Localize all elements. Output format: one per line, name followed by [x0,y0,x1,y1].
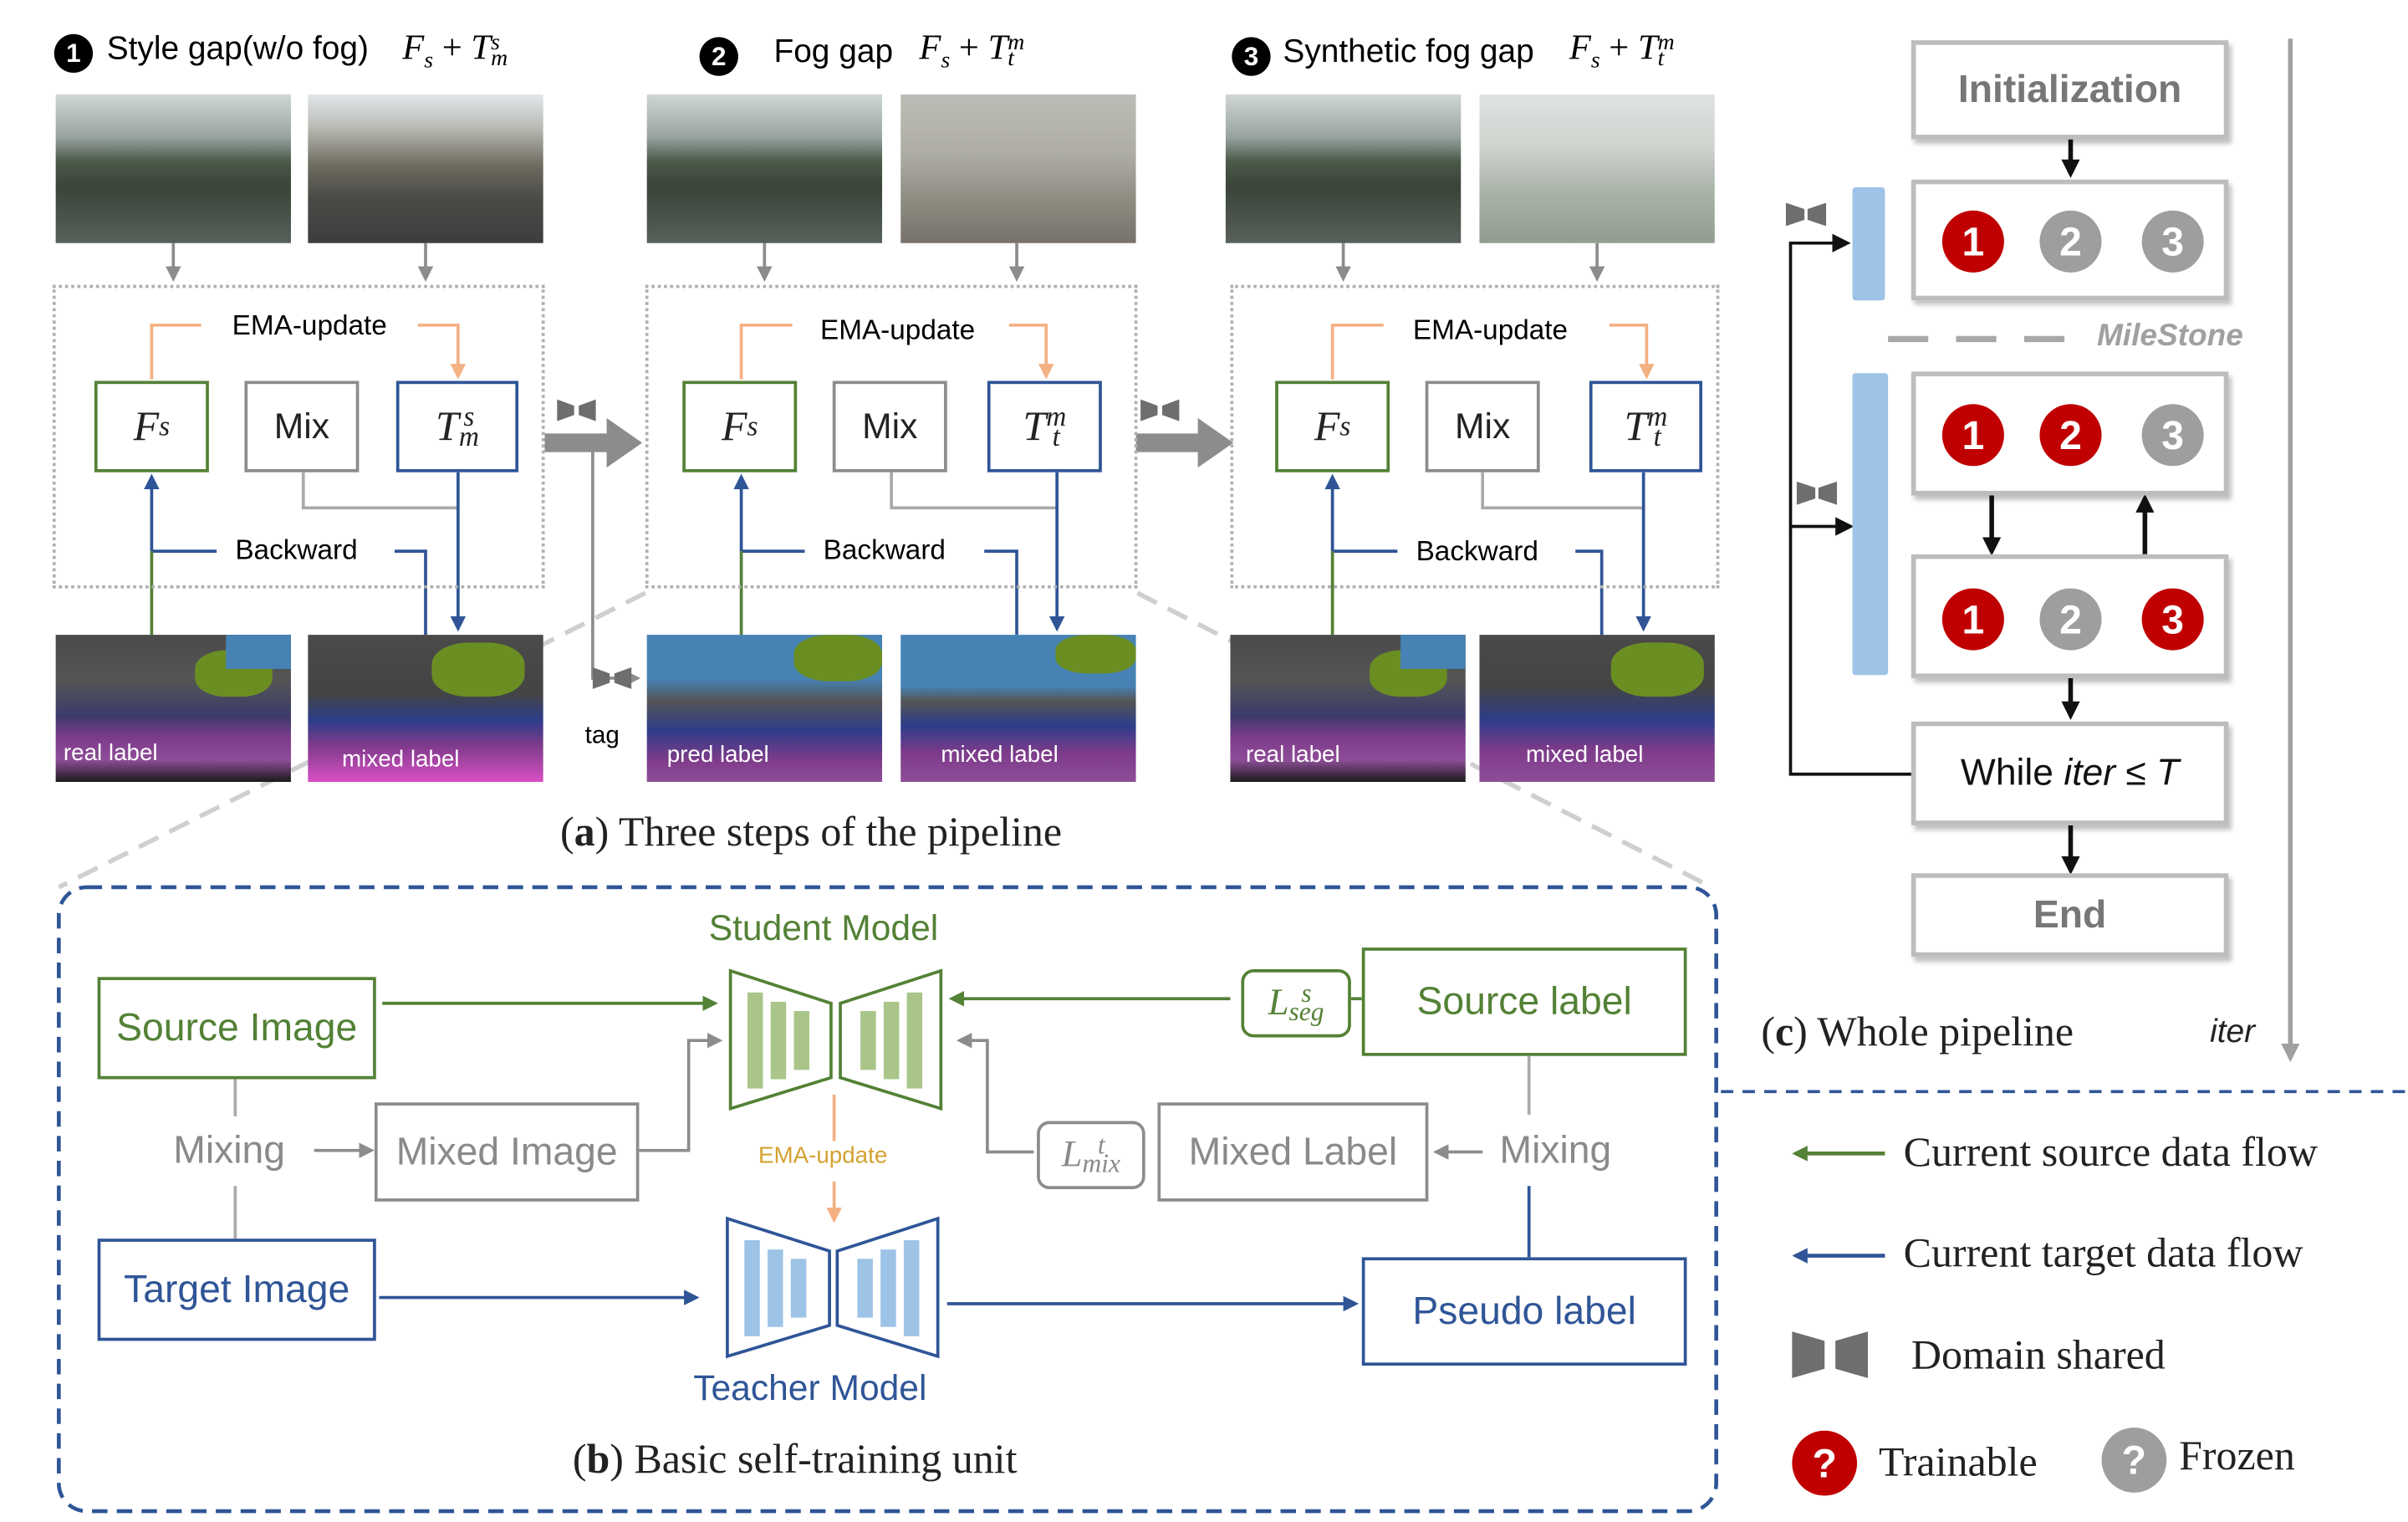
mixed-label-map-1: mixed label [308,635,543,783]
target-image-box: Target Image [97,1239,376,1341]
tag-label: tag [584,723,620,750]
stage1-circle-1: 1 [1941,210,2004,273]
step2-backward-label: Backward [823,534,946,565]
stage1-circle-3: 3 [2141,210,2204,273]
caption-c: (c) Whole pipeline [1761,1008,2074,1055]
mixed-label-text-2: mixed label [941,741,1059,769]
mixing-right-label: Mixing [1499,1128,1612,1172]
step3-title: Synthetic fog gap [1283,33,1534,70]
legend-source-flow: Current source data flow [1903,1128,2319,1176]
step3-ema-label: EMA-update [1412,314,1569,345]
step2-ema-label: EMA-update [819,314,976,345]
panel-c-connectors [1788,38,2300,1063]
step2-container [645,284,1138,589]
step3-mix-box: Mix [1425,380,1540,472]
step2-mix-box: Mix [832,380,947,472]
source-label-box: Source label [1361,947,1687,1056]
step3-number: 3 [1232,37,1271,76]
step1-mix-box: Mix [244,380,360,472]
frozen-legend-icon: ? [2101,1428,2167,1493]
step1-ema-label: EMA-update [232,309,387,341]
caption-a: (a) Three steps of the pipeline [560,808,1063,855]
panel-b-ema-label: EMA-update [758,1142,888,1169]
real-label-map-2: real label [1230,635,1466,783]
pred-label-map: pred label [646,635,883,783]
legend-target-flow: Current target data flow [1903,1229,2303,1276]
step1-connectors [144,243,467,636]
source-street-photo-1 [55,94,291,243]
step1-to-step2-arrow [544,417,643,468]
pseudo-label-box: Pseudo label [1361,1257,1687,1366]
legend-trainable: Trainable [1878,1438,2038,1485]
domain-shared-icons [557,202,1869,1378]
stage2-circle-1: 1 [1941,404,2004,467]
target-street-photo-1 [308,94,543,243]
pred-label-text: pred label [666,741,769,769]
teacher-model-shape [726,1216,940,1359]
panel-b-connectors [233,990,1531,1312]
while-box: While iter ≤ T [1911,721,2229,825]
stage2-circle-3: 3 [2141,404,2204,467]
trainable-legend-icon: ? [1792,1430,1858,1496]
end-box: End [1911,873,2229,958]
step3-backward-label: Backward [1416,535,1538,567]
stage2-circle-2: 2 [2039,404,2102,467]
mixing-left-label: Mixing [173,1128,286,1172]
student-model-label: Student Model [708,907,939,948]
stage3-circle-2: 2 [2039,588,2102,651]
caption-b: (b) Basic self-training unit [572,1435,1018,1482]
mixed-label-map-2: mixed label [900,635,1136,783]
step2-connectors [733,243,1065,636]
source-image-box: Source Image [97,977,376,1080]
mixed-label-text-3: mixed label [1525,741,1644,769]
panel-b-border [57,885,1718,1514]
initialization-box: Initialization [1911,40,2229,140]
foggy-street-photo [900,94,1136,243]
real-label-map-1: real label [55,635,291,783]
stage-bar-1 [1852,187,1885,301]
source-street-photo-3 [1225,94,1462,243]
mixed-label-box: Mixed Label [1157,1102,1429,1202]
step1-number: 1 [54,33,94,74]
stage3-circle-1: 1 [1941,588,2004,651]
iter-axis-label: iter [2210,1014,2256,1050]
mixed-label-map-3: mixed label [1479,635,1715,783]
step1-title: Style gap(w/o fog) [106,31,370,67]
stage-bar-2 [1852,373,1889,676]
stage1-circle-2: 2 [2039,210,2102,273]
legend-domain-shared: Domain shared [1911,1331,2166,1378]
student-model-shape [728,968,943,1111]
real-label-text-2: real label [1245,741,1340,769]
step2-to-step3-arrow [1135,417,1234,468]
teacher-model-label: Teacher Model [693,1366,927,1408]
source-street-photo-2 [646,94,883,243]
mixed-image-box: Mixed Image [374,1102,640,1202]
step1-container [52,284,545,589]
milestone-label: MileStone [2096,319,2243,354]
real-label-text-1: real label [63,740,158,767]
step3-connectors [1324,243,1655,636]
mixed-label-text-1: mixed label [342,746,460,773]
step3-container [1230,284,1720,589]
step2-title: Fog gap [773,33,894,70]
step2-number: 2 [699,37,738,76]
synthetic-fog-photo [1479,94,1715,243]
legend-frozen: Frozen [2179,1432,2295,1479]
stage3-circle-3: 3 [2141,588,2204,651]
step1-backward-label: Backward [235,534,358,565]
